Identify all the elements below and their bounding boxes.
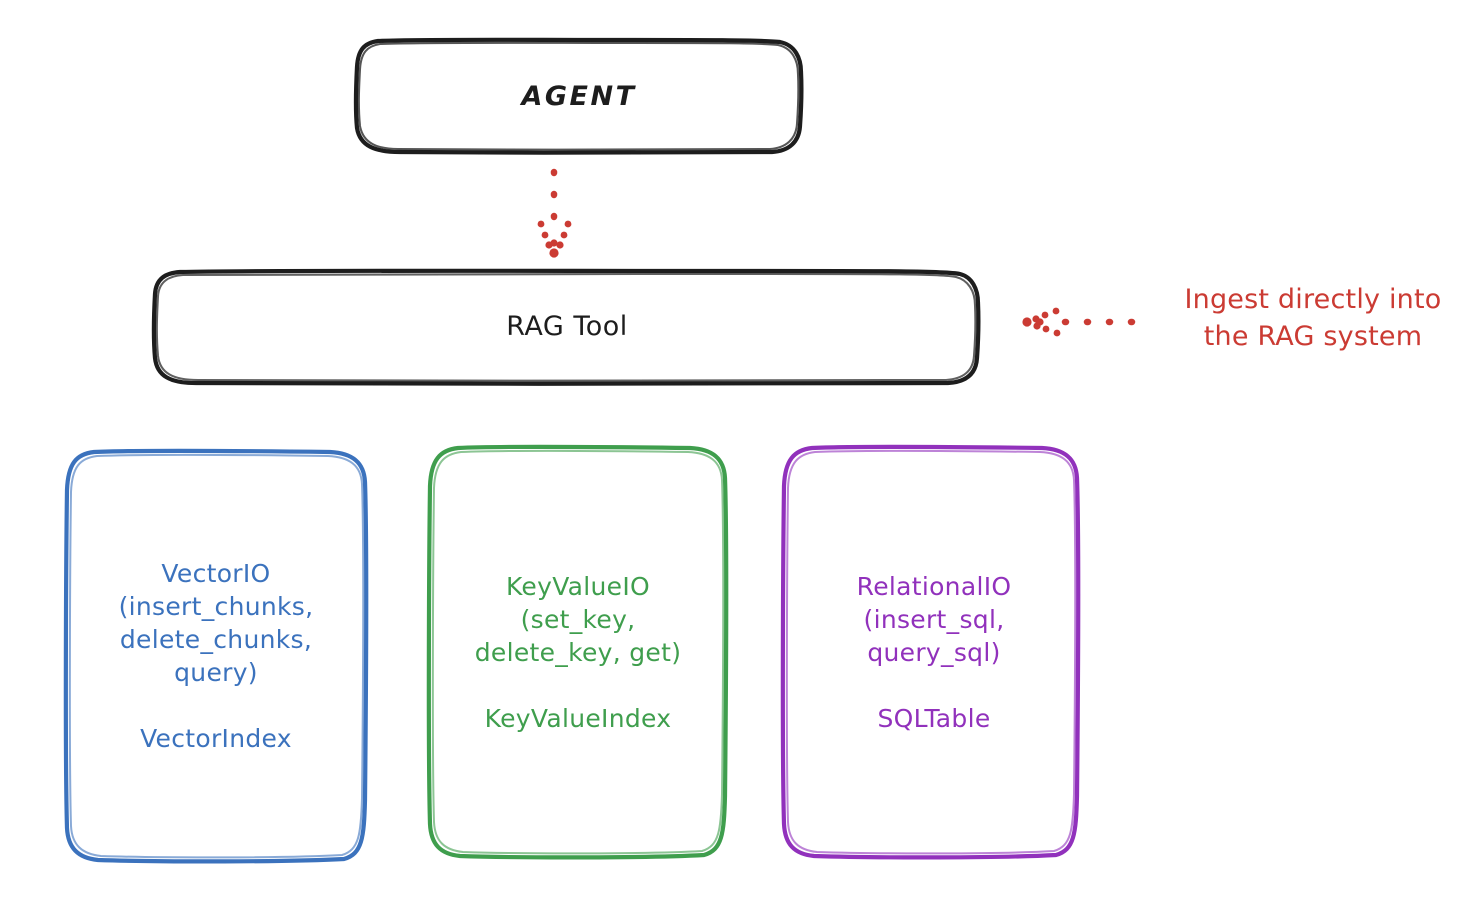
agent-label: AGENT (521, 80, 637, 112)
relational-io-box-outline (780, 444, 1081, 860)
agent-node[interactable]: AGENT (356, 40, 802, 153)
agent-box-outline (353, 37, 804, 155)
connector-ingest-into-rag-tool (1022, 307, 1136, 337)
vector-io-label: VectorIO (insert_chunks, delete_chunks, … (118, 559, 314, 753)
rag-tool-box-outline (151, 268, 981, 386)
vector-io-node[interactable]: VectorIO (insert_chunks, delete_chunks, … (66, 450, 366, 862)
keyvalue-io-box-outline (426, 444, 729, 860)
relational-io-node[interactable]: RelationalIO (insert_sql, query_sql) SQL… (784, 446, 1084, 858)
vector-io-box-outline (63, 448, 369, 864)
rag-tool-label: RAG Tool (506, 311, 628, 343)
keyvalue-io-node[interactable]: KeyValueIO (set_key, delete_key, get) Ke… (428, 446, 728, 858)
ingest-annotation: Ingest directly into the RAG system (1184, 284, 1442, 353)
rag-tool-node[interactable]: RAG Tool (155, 271, 979, 383)
connector-agent-to-rag-tool (537, 168, 572, 258)
keyvalue-io-label: KeyValueIO (set_key, delete_key, get) Ke… (474, 571, 682, 733)
relational-io-label: RelationalIO (insert_sql, query_sql) SQL… (856, 571, 1012, 733)
